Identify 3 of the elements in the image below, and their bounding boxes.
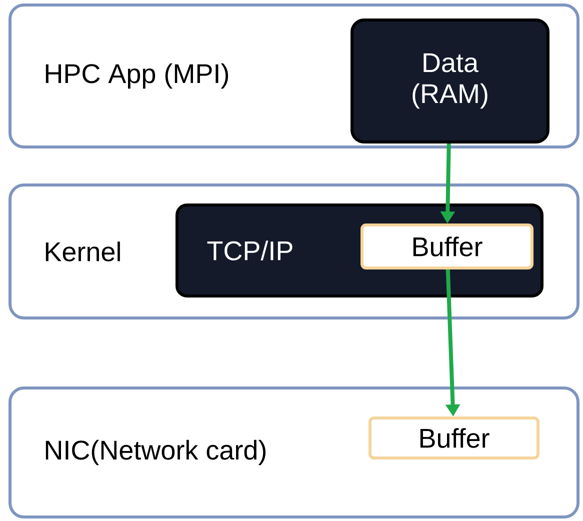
buffer-box: Buffer [360, 224, 534, 270]
buffer-box: Buffer [368, 416, 540, 460]
data-box: Data (RAM) [350, 18, 550, 144]
